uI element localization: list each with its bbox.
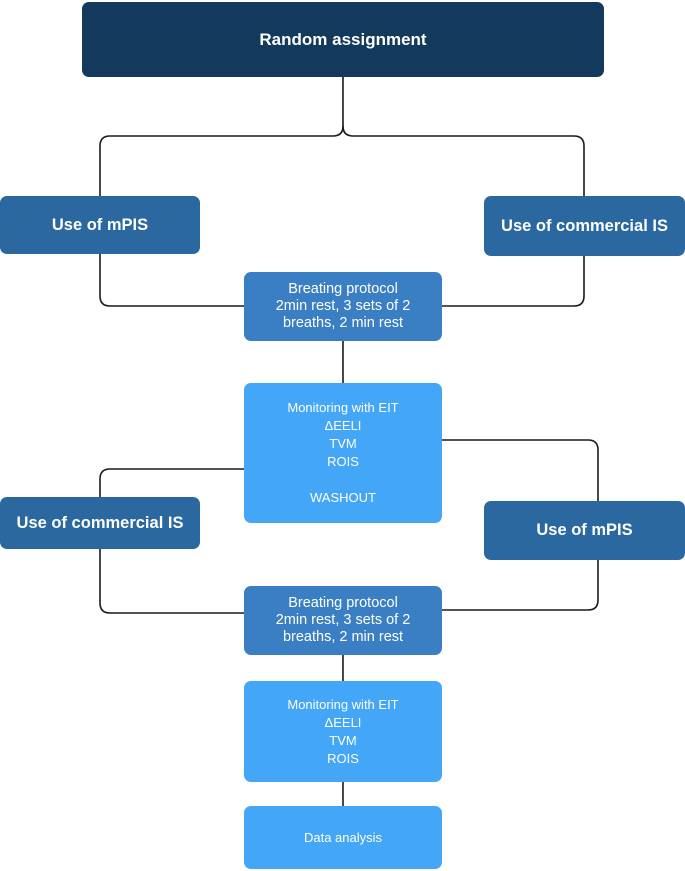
connector-left1-protocol1	[99, 254, 244, 307]
monitoring-2-line-1: Monitoring with EIT	[287, 696, 399, 712]
protocol-1-line-3: breaths, 2 min rest	[282, 315, 404, 331]
arm-left-1-box: Use of mPIS	[0, 196, 200, 254]
arm-right-1-label: Use of commercial IS	[501, 216, 668, 235]
monitoring-2-line-2: ΔEELI	[324, 714, 362, 730]
arm-left-2-label: Use of commercial IS	[16, 513, 184, 532]
protocol-2-line-1: Breating protocol	[288, 595, 398, 611]
connector-top-split	[99, 77, 344, 196]
arm-left-1-label: Use of mPIS	[51, 215, 149, 234]
arm-right-2-box: Use of mPIS	[484, 501, 685, 560]
arm-left-2-box: Use of commercial IS	[0, 497, 200, 549]
monitoring-1-box: Monitoring with EIT ΔEELI TVM ROIS WASHO…	[244, 383, 442, 523]
connector-right1-protocol1	[442, 256, 585, 307]
monitoring-1-washout: WASHOUT	[310, 490, 376, 505]
breathing-protocol-1-box: Breating protocol 2min rest, 3 sets of 2…	[244, 272, 442, 341]
arm-right-2-label: Use of mPIS	[536, 521, 633, 539]
monitoring-1-line-4: ROIS	[327, 454, 359, 469]
monitoring-1-line-2: ΔEELI	[324, 418, 362, 433]
monitoring-2-line-4: ROIS	[327, 750, 359, 766]
connector-monitoring1-right2	[442, 439, 599, 501]
data-analysis-box: Data analysis	[244, 806, 442, 869]
connector-left2-protocol2	[99, 549, 244, 614]
arm-right-1-box: Use of commercial IS	[484, 196, 685, 256]
random-assignment-box: Random assignment	[82, 2, 604, 77]
connector-right2-protocol2	[442, 560, 599, 611]
data-analysis-label: Data analysis	[303, 829, 383, 845]
protocol-1-line-2: 2min rest, 3 sets of 2	[275, 298, 411, 314]
protocol-2-line-2: 2min rest, 3 sets of 2	[275, 612, 411, 628]
monitoring-2-line-3: TVM	[329, 732, 357, 748]
protocol-2-line-3: breaths, 2 min rest	[282, 629, 404, 645]
monitoring-1-line-3: TVM	[329, 436, 357, 451]
monitoring-2-box: Monitoring with EIT ΔEELI TVM ROIS	[244, 681, 442, 782]
breathing-protocol-2-box: Breating protocol 2min rest, 3 sets of 2…	[244, 586, 442, 655]
random-assignment-label: Random assignment	[259, 29, 427, 49]
connector-top-split-right	[342, 125, 585, 196]
connector-monitoring1-left2	[99, 468, 244, 497]
monitoring-1-line-1: Monitoring with EIT	[287, 400, 399, 415]
protocol-1-line-1: Breating protocol	[288, 281, 398, 297]
